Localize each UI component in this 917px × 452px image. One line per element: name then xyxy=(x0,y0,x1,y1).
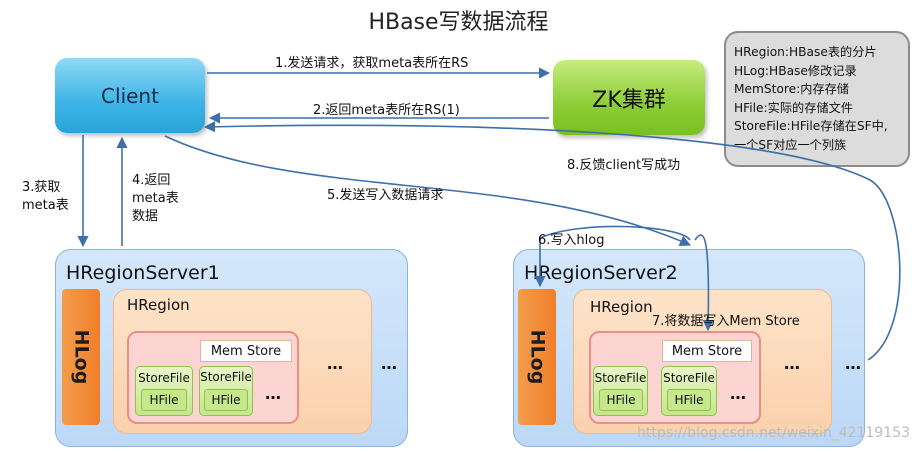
client-node: Client xyxy=(55,58,205,133)
server2-region-more: … xyxy=(784,354,801,373)
server2-storefile-2-label: StoreFile xyxy=(663,371,715,385)
server1-more: … xyxy=(381,354,398,373)
server1-memstore: Mem Store xyxy=(200,340,292,362)
client-label: Client xyxy=(101,83,159,108)
note-hregion: HRegion:HBase表的分片 xyxy=(734,45,877,59)
step-3-label-line1: 3.获取 xyxy=(22,180,61,195)
step-1-label: 1.发送请求，获取meta表所在RS xyxy=(275,56,469,71)
step-6-label: 6.写入hlog xyxy=(538,233,605,248)
step-2-label: 2.返回meta表所在RS(1) xyxy=(313,103,460,118)
server2-memstore: Mem Store xyxy=(662,340,752,362)
legend-notes: HRegion:HBase表的分片 HLog:HBase修改记录 MemStor… xyxy=(724,31,910,167)
note-column-family: 一个SF对应一个列族 xyxy=(734,137,847,152)
watermark: https://blog.csdn.net/weixin_42119153 xyxy=(637,425,911,441)
server1-region-more: … xyxy=(327,354,344,373)
step-4-label-line2: meta表 xyxy=(132,191,179,206)
region-server-1-title: HRegionServer1 xyxy=(66,262,220,284)
arrow-step-8 xyxy=(203,121,901,361)
server1-hlog: HLog xyxy=(62,289,100,425)
diagram-title: HBase写数据流程 xyxy=(368,10,549,35)
server2-hregion-title: HRegion xyxy=(590,298,653,316)
note-hlog: HLog:HBase修改记录 xyxy=(734,63,857,78)
server2-more: … xyxy=(845,354,862,373)
server2-hfile-2: HFile xyxy=(667,389,711,411)
server2-storefile-1-label: StoreFile xyxy=(594,371,647,385)
step-7-label: 7.将数据写入Mem Store xyxy=(652,314,800,329)
step-4-label-line1: 4.返回 xyxy=(132,173,171,188)
server1-storefile-more: … xyxy=(265,384,282,403)
server1-hregion-title: HRegion xyxy=(127,296,190,314)
step-5-label: 5.发送写入数据请求 xyxy=(327,188,444,203)
arrow-step-7 xyxy=(694,234,714,332)
server1-storefile-2-label: StoreFile xyxy=(200,370,252,384)
note-hfile: HFile:实际的存储文件 xyxy=(734,100,853,115)
region-server-2-title: HRegionServer2 xyxy=(524,262,678,284)
server1-hfile-2: HFile xyxy=(204,389,248,411)
note-memstore: MemStore:内存存储 xyxy=(734,82,849,96)
note-storefile: StoreFile:HFile存储在SF中, xyxy=(734,119,888,133)
step-4-label-line3: 数据 xyxy=(132,209,159,224)
zk-cluster-node: ZK集群 xyxy=(553,60,705,135)
server2-storefile-more: … xyxy=(730,384,747,403)
step-3-label-line2: meta表 xyxy=(22,198,69,213)
step-8-label: 8.反馈client写成功 xyxy=(567,158,681,173)
server2-hlog: HLog xyxy=(518,289,556,425)
server2-hfile-1: HFile xyxy=(599,389,643,411)
server1-storefile-1-label: StoreFile xyxy=(138,371,190,385)
arrow-step-5 xyxy=(164,135,692,247)
server1-hfile-1: HFile xyxy=(141,389,187,411)
arrow-step-6 xyxy=(534,225,691,288)
zk-label: ZK集群 xyxy=(592,87,666,113)
